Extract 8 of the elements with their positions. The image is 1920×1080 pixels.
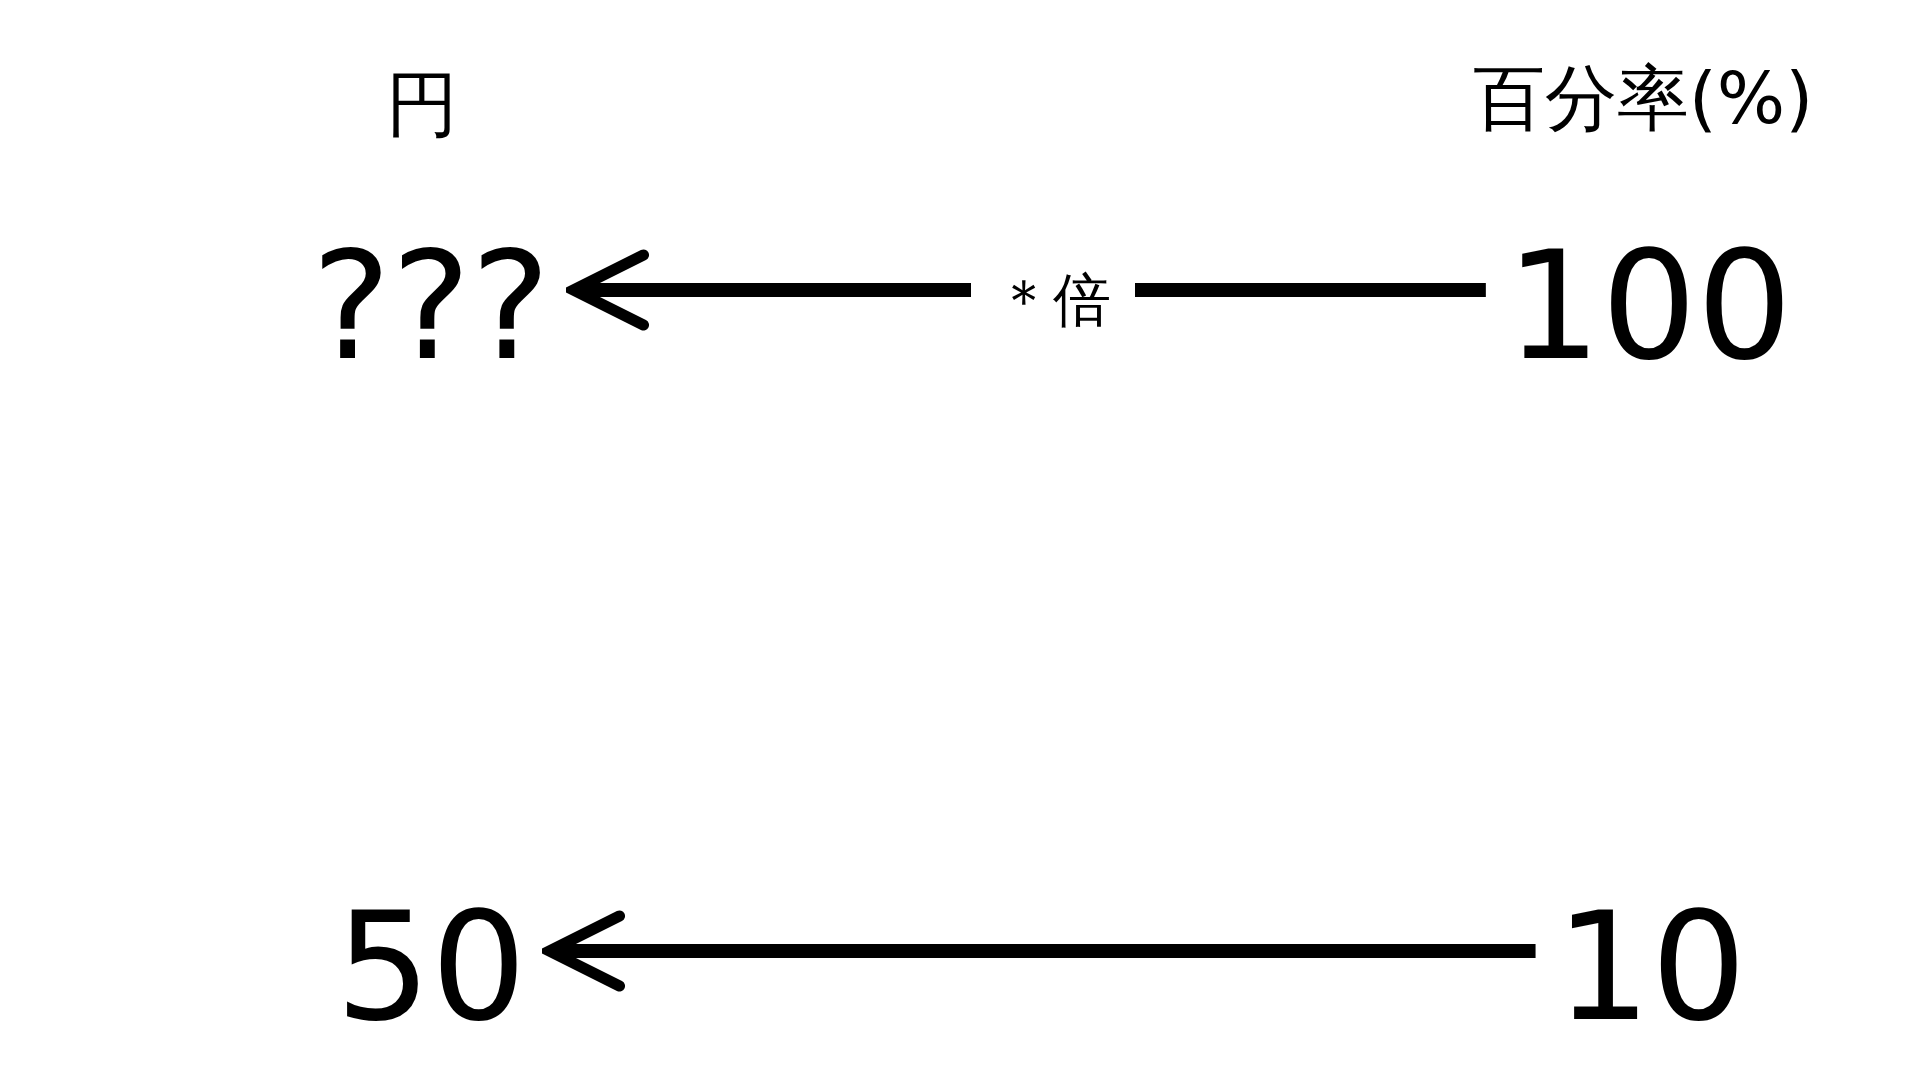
value-text: 50: [335, 892, 527, 1042]
value-text: 100: [1505, 231, 1793, 381]
column-header: 円: [386, 68, 458, 140]
value-text: 10: [1555, 892, 1747, 1042]
value-text: ???: [311, 231, 551, 381]
edge-label: ＊倍: [971, 271, 1136, 329]
arrow: [543, 910, 1536, 992]
column-header: 百分率(%): [1472, 62, 1814, 134]
